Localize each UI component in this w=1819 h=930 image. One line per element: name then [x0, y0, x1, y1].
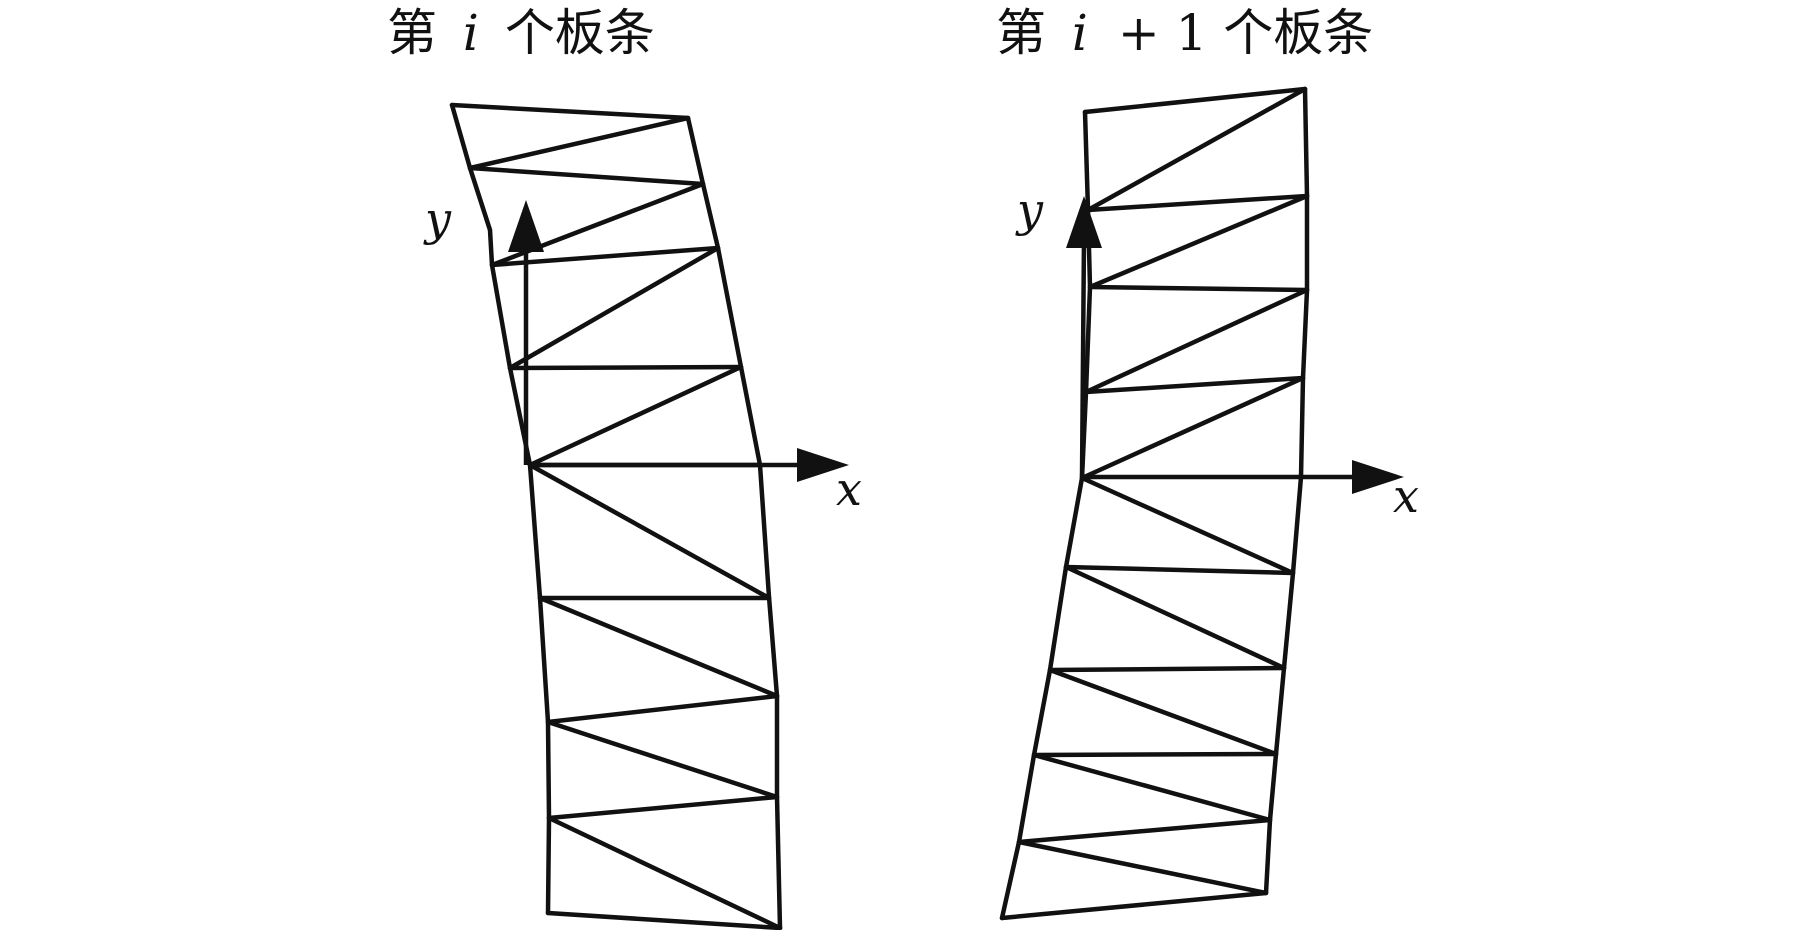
panel-strip-i-plus-1: 第 i + 1 个板条 — [996, 4, 1419, 921]
panel-strip-i: 第 i 个板条 — [387, 4, 862, 930]
panel-2-rung — [1083, 375, 1306, 395]
panel-1-diagonal — [507, 245, 721, 371]
panel-1-x-arrow-icon — [797, 448, 849, 482]
panel-2-title-suffix: + 1 个板条 — [1118, 4, 1374, 62]
panel-2-title-math: i — [1072, 4, 1088, 62]
panel-1-diagonal — [537, 595, 780, 699]
panel-1-x-axis-label: x — [836, 462, 862, 516]
panel-1-diagonal — [527, 462, 772, 601]
panel-2-y-arrow-icon — [1066, 196, 1102, 248]
panel-1-bottom-edge — [545, 910, 783, 930]
panel-2-diagonal — [1016, 839, 1269, 896]
panel-2-rung — [1063, 564, 1296, 576]
panel-1-diagonal — [545, 719, 780, 800]
panel-2-diagonal — [1047, 667, 1279, 757]
panel-1-axes: x y — [423, 192, 862, 516]
panel-1-diagonal — [467, 115, 691, 171]
panel-1-rung — [546, 794, 780, 821]
panel-2-bottom-edge — [999, 890, 1269, 921]
panel-2-title-prefix: 第 — [996, 4, 1046, 62]
panel-1-rung — [545, 693, 780, 725]
panel-2-rung — [1085, 193, 1310, 213]
panel-1-title-math: i — [463, 4, 479, 62]
panel-1-title: 第 i 个板条 — [387, 4, 655, 62]
panel-2-top-edge — [1082, 86, 1308, 115]
panel-2-y-axis — [1079, 237, 1087, 478]
panel-2-rung — [1087, 284, 1310, 293]
panel-1-top-edge — [449, 102, 691, 121]
panel-1-y-arrow-icon — [508, 200, 544, 252]
panel-1-left-boundary — [449, 102, 552, 916]
panel-1-rung — [489, 245, 721, 268]
panel-2-rung — [1047, 665, 1287, 673]
panel-2-right-boundary — [1263, 86, 1310, 896]
panel-2-diagonal — [1079, 475, 1296, 576]
panel-1-mesh — [449, 102, 783, 930]
panel-2-diagonal — [1087, 193, 1310, 290]
panel-2-x-axis-label: x — [1393, 469, 1419, 523]
panel-1-y-axis-label: y — [423, 192, 452, 246]
panel-1-diagonal — [546, 815, 783, 930]
panel-2-title: 第 i + 1 个板条 — [996, 4, 1373, 62]
panel-2-diagonal — [1063, 564, 1287, 671]
panel-1-diagonal — [527, 364, 744, 468]
panel-1-rung — [507, 364, 744, 371]
panel-2-mesh — [999, 86, 1310, 921]
panel-2-y-axis-label: y — [1015, 183, 1044, 237]
panel-2-left-boundary — [999, 109, 1093, 921]
panel-2-diagonal — [1079, 375, 1306, 481]
panel-1-rung — [467, 165, 706, 187]
panel-1-right-boundary — [685, 115, 783, 930]
panel-2-x-arrow-icon — [1352, 460, 1404, 494]
panel-1-title-suffix: 个板条 — [505, 4, 655, 62]
panel-2-axes: x y — [1015, 183, 1419, 523]
panel-2-rung — [1016, 817, 1273, 845]
panel-2-diagonal — [1031, 752, 1273, 823]
panel-2-diagonal — [1083, 287, 1310, 395]
panel-2-rung — [1031, 751, 1279, 758]
panel-2-diagonal — [1085, 86, 1308, 213]
panel-1-title-prefix: 第 — [387, 4, 437, 62]
